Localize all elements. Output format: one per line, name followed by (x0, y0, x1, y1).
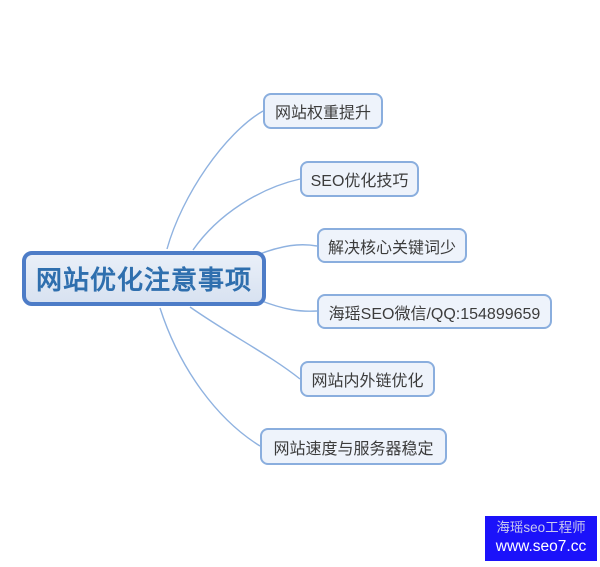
branch-node-seo-skills[interactable]: SEO优化技巧 (300, 161, 419, 197)
branch-node-speed-server[interactable]: 网站速度与服务器稳定 (260, 428, 447, 465)
connector-line-branch-1 (166, 110, 264, 250)
branch-node-website-weight[interactable]: 网站权重提升 (263, 93, 383, 129)
branch-label: SEO优化技巧 (310, 173, 409, 190)
connector-line-branch-6 (159, 307, 261, 447)
branch-node-link-optimization[interactable]: 网站内外链优化 (300, 361, 435, 397)
branch-label: 网站内外链优化 (311, 373, 424, 390)
connector-line-branch-3 (256, 244, 318, 256)
branch-label: 网站权重提升 (274, 105, 371, 122)
branch-label: 海瑶SEO微信/QQ:154899659 (328, 305, 541, 323)
branch-label: 网站速度与服务器稳定 (273, 440, 434, 458)
branch-label: 解决核心关键词少 (327, 239, 456, 257)
branch-node-contact-qq[interactable]: 海瑶SEO微信/QQ:154899659 (317, 294, 552, 329)
root-topic-node[interactable]: 网站优化注意事项 (22, 251, 266, 306)
branch-node-core-keywords[interactable]: 解决核心关键词少 (317, 228, 467, 263)
connector-line-branch-2 (192, 178, 301, 251)
connector-line-branch-4 (258, 299, 318, 312)
watermark-badge: 海瑶seo工程师 www.seo7.cc (485, 516, 597, 561)
watermark-title: 海瑶seo工程师 (496, 519, 586, 535)
watermark-url: www.seo7.cc (495, 538, 587, 556)
connector-line-branch-5 (189, 306, 301, 380)
root-topic-label: 网站优化注意事项 (35, 265, 252, 295)
